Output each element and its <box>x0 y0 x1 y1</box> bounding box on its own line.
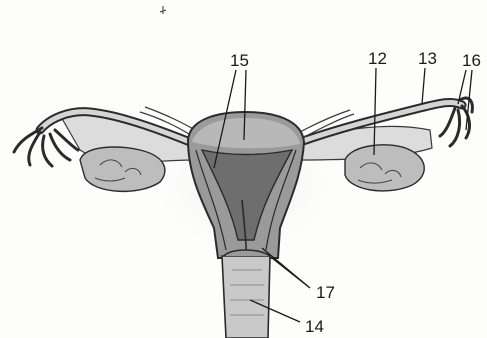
leader-13 <box>422 68 425 104</box>
label-15: 15 <box>230 51 249 70</box>
label-13: 13 <box>418 49 437 68</box>
label-12: 12 <box>368 49 387 68</box>
label-14: 14 <box>305 317 324 336</box>
left-fimbriae <box>14 128 78 166</box>
right-ovary <box>345 145 424 191</box>
vagina <box>222 256 270 338</box>
label-16: 16 <box>462 51 481 70</box>
left-ovary <box>80 147 165 191</box>
label-17: 17 <box>316 283 335 302</box>
stray-mark <box>160 6 166 14</box>
